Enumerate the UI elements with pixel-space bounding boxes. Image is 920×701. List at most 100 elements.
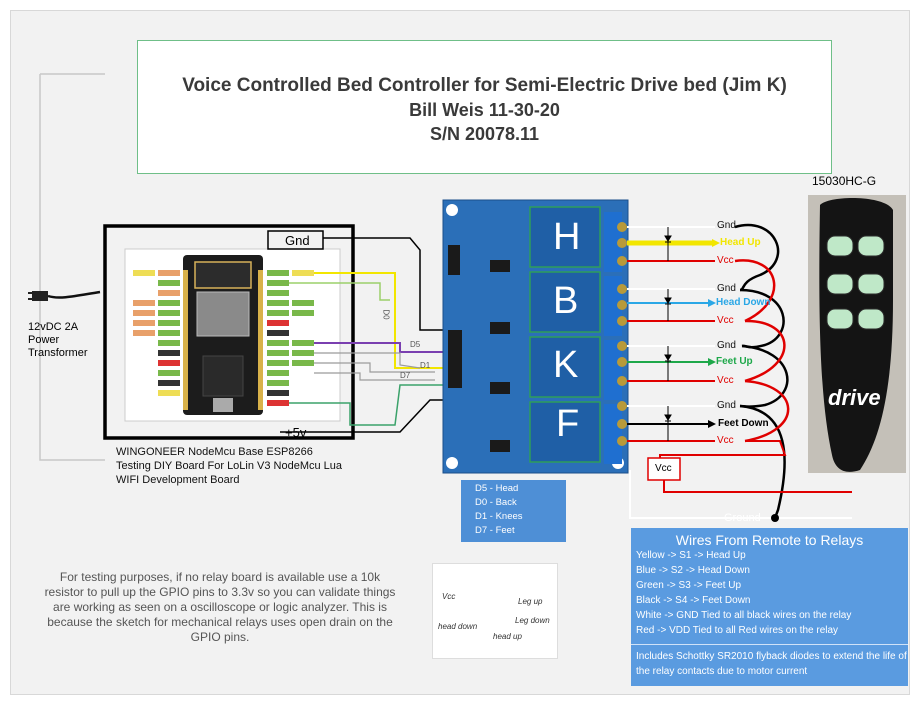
title-box: Voice Controlled Bed Controller for Semi… <box>137 40 832 174</box>
pin-map-line-3: D1 - Knees <box>475 511 523 522</box>
relay-3-vcc-label: Vcc <box>717 375 734 386</box>
remote-body <box>819 198 893 472</box>
remote-buttons <box>826 235 885 330</box>
relay-module-2 <box>529 271 601 333</box>
relay-4-gnd-label: Gnd <box>717 400 736 411</box>
wires-box-line-1: Yellow -> S1 -> Head Up <box>636 550 746 561</box>
head-down-label: Head Down <box>716 297 771 308</box>
ground-curve-1 <box>734 223 780 292</box>
feet-down-label: Feet Down <box>718 418 769 429</box>
arrow-feet-up <box>708 358 716 366</box>
wires-box-line-3: Green -> S3 -> Feet Up <box>636 580 742 591</box>
wires-box-line-2: Blue -> S2 -> Head Down <box>636 565 750 576</box>
title-line-1: Voice Controlled Bed Controller for Semi… <box>182 75 787 96</box>
relay-letter-k: K <box>553 344 579 386</box>
optocoupler-4 <box>490 440 510 452</box>
relay-4-vcc-label: Vcc <box>717 435 734 446</box>
relay-3-gnd-label: Gnd <box>717 340 736 351</box>
mount-hole-tl <box>446 204 458 216</box>
vcc-curve-3 <box>744 379 790 443</box>
optocoupler-3 <box>490 382 510 394</box>
relay-module-1 <box>529 206 601 268</box>
pin-header-left <box>183 270 188 410</box>
pin-map-line-4: D7 - Feet <box>475 525 515 536</box>
vcc-curve-1 <box>734 259 776 323</box>
mcu-enclosure <box>103 224 355 440</box>
sketch-leg-down-label: Leg down <box>515 616 550 625</box>
relay-2-gnd-label: Gnd <box>717 283 736 294</box>
sketch-head-up-label: head up <box>493 632 522 641</box>
vcc-curve-2 <box>744 319 786 383</box>
d7-label: D7 <box>400 371 411 380</box>
remote-brand-logo: drive <box>828 385 881 410</box>
remote-model-label: 15030HC-G <box>812 174 877 188</box>
relay-letter-h: H <box>553 216 581 258</box>
input-header <box>448 330 462 388</box>
vcc-box-label: Vcc <box>655 463 672 474</box>
wires-box-line-5: White -> GND Tied to all black wires on … <box>636 610 852 621</box>
d1-label: D1 <box>420 361 431 370</box>
plus5v-label: +5v <box>285 425 307 440</box>
pin-labels-right <box>267 270 314 406</box>
diode-icons <box>664 227 672 441</box>
ground-junction <box>771 514 779 522</box>
wires-from-remote-box: Wires From Remote to Relays Yellow -> S1… <box>631 528 908 686</box>
relay-1-gnd-label: Gnd <box>717 220 736 231</box>
d0-aux-wire <box>289 282 390 301</box>
ground-label: Ground <box>724 512 761 524</box>
gnd-wire <box>323 237 455 331</box>
pin-header-right <box>258 270 263 410</box>
pin-map-box: D5 - Head D0 - Back D1 - Knees D7 - Feet <box>461 480 566 542</box>
relay-letter-b: B <box>553 280 579 322</box>
wires-box-line-6: Red -> VDD Tied to all Red wires on the … <box>636 625 839 636</box>
d1-wire-a <box>314 352 421 369</box>
arrow-head-up <box>712 239 720 247</box>
plus5v-wire <box>360 399 455 433</box>
optocoupler-1 <box>490 260 510 272</box>
arrow-feet-down <box>708 420 716 428</box>
relay-module-3 <box>529 336 601 398</box>
d1-wire <box>314 362 435 373</box>
d5-wire <box>314 342 455 353</box>
sketch-vcc-label: Vcc <box>442 592 456 601</box>
usb-port <box>213 398 233 412</box>
power-plug-icon <box>32 291 48 301</box>
relay-module-4 <box>529 401 601 463</box>
enclosure-line-left <box>39 200 105 461</box>
d7-wire <box>314 372 435 381</box>
testing-note: For testing purposes, if no relay board … <box>44 570 396 644</box>
ground-curve-4 <box>739 404 786 519</box>
esp-module-shield <box>196 291 250 337</box>
relay-letter-f: F <box>556 403 580 445</box>
d0-wire <box>314 272 455 369</box>
gnd-label: Gnd <box>285 233 310 248</box>
wires-box-line-4: Black -> S4 -> Feet Down <box>636 595 751 606</box>
sketch-head-down-label: head down <box>438 622 478 631</box>
title-line-2: Bill Weis 11-30-20 <box>409 100 560 120</box>
title-line-3: S/N 20078.11 <box>429 124 540 144</box>
terminal-screws <box>617 222 627 446</box>
power-label-line-1: 12vDC 2A <box>28 321 79 333</box>
power-cord <box>47 290 101 299</box>
pin-map-line-2: D0 - Back <box>475 497 517 508</box>
d0-label: D0 <box>381 309 391 320</box>
pin-labels-left <box>133 270 180 396</box>
relay-1-vcc-label: Vcc <box>717 255 734 266</box>
usb-chip <box>202 355 244 397</box>
hand-sketch-card <box>432 563 558 659</box>
power-label-line-3: Transformer <box>28 347 88 359</box>
mcu-caption-1: WINGONEER NodeMcu Base ESP8266 <box>116 446 313 458</box>
arrow-head-down <box>708 299 716 307</box>
mcu-caption-2: Testing DIY Board For LoLin V3 NodeMcu L… <box>116 460 343 472</box>
jumper-header <box>448 245 460 275</box>
wires-box-note: Includes Schottky SR2010 flyback diodes … <box>631 644 908 679</box>
mount-hole-bl <box>446 457 458 469</box>
d5-label: D5 <box>410 340 421 349</box>
head-up-label: Head Up <box>720 237 761 248</box>
mcu-caption-3: WIFI Development Board <box>116 474 240 486</box>
power-label-line-2: Power <box>28 334 60 346</box>
wires-box-heading: Wires From Remote to Relays <box>675 532 864 548</box>
sketch-leg-up-label: Leg up <box>518 597 543 606</box>
